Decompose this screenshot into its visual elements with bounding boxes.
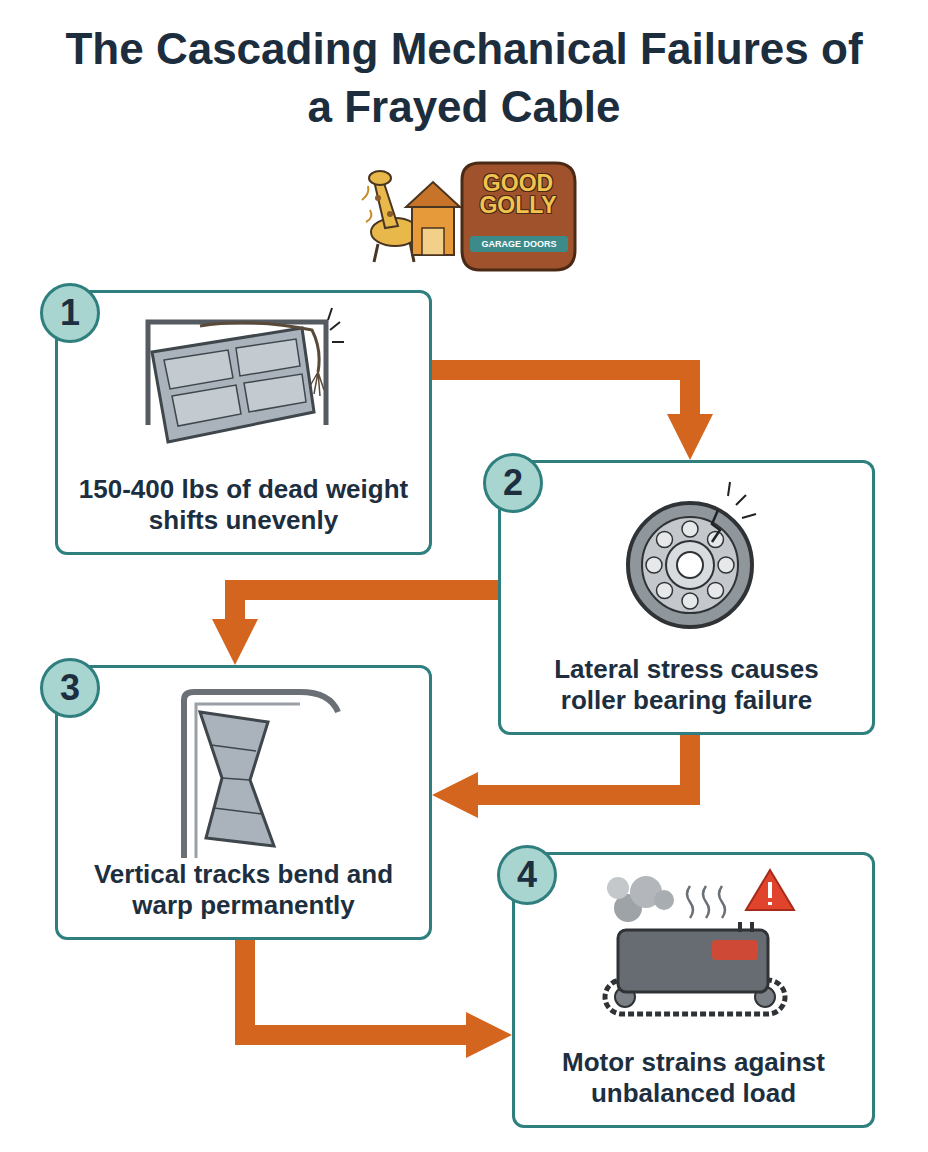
- logo-text: GARAGE DOORS: [470, 237, 568, 251]
- step-box: 3Vertical tracks bend and warp permanent…: [55, 665, 432, 940]
- step-box: 4Motor strains against unbalanced load: [512, 852, 875, 1128]
- callout-number: 1: [40, 283, 100, 343]
- step-caption: Motor strains against unbalanced load: [529, 1047, 858, 1109]
- title: The Cascading Mechanical Failures of a F…: [64, 20, 864, 136]
- flow-arrow: [245, 940, 466, 1035]
- step-caption: Vertical tracks bend and warp permanentl…: [76, 859, 411, 921]
- roller-bearing-illustration: [628, 482, 756, 627]
- opener-motor-illustration: [605, 870, 794, 1014]
- logo-text: GOOD GOLLY: [468, 172, 568, 216]
- tilted-door-illustration: [148, 308, 344, 442]
- flow-arrow: [432, 370, 690, 414]
- callout-number: 4: [497, 845, 557, 905]
- step-box: 1150-400 lbs of dead weight shifts uneve…: [55, 290, 432, 555]
- bent-track-illustration: [184, 692, 338, 858]
- flow-arrow: [478, 735, 690, 795]
- flow-arrow: [235, 590, 498, 619]
- callout-number: 3: [40, 658, 100, 718]
- step-caption: 150-400 lbs of dead weight shifts uneven…: [76, 474, 411, 536]
- step-caption: Lateral stress causes roller bearing fai…: [519, 654, 854, 716]
- logo-art: [362, 163, 575, 270]
- step-box: 2Lateral stress causes roller bearing fa…: [498, 460, 875, 735]
- callout-number: 2: [483, 453, 543, 513]
